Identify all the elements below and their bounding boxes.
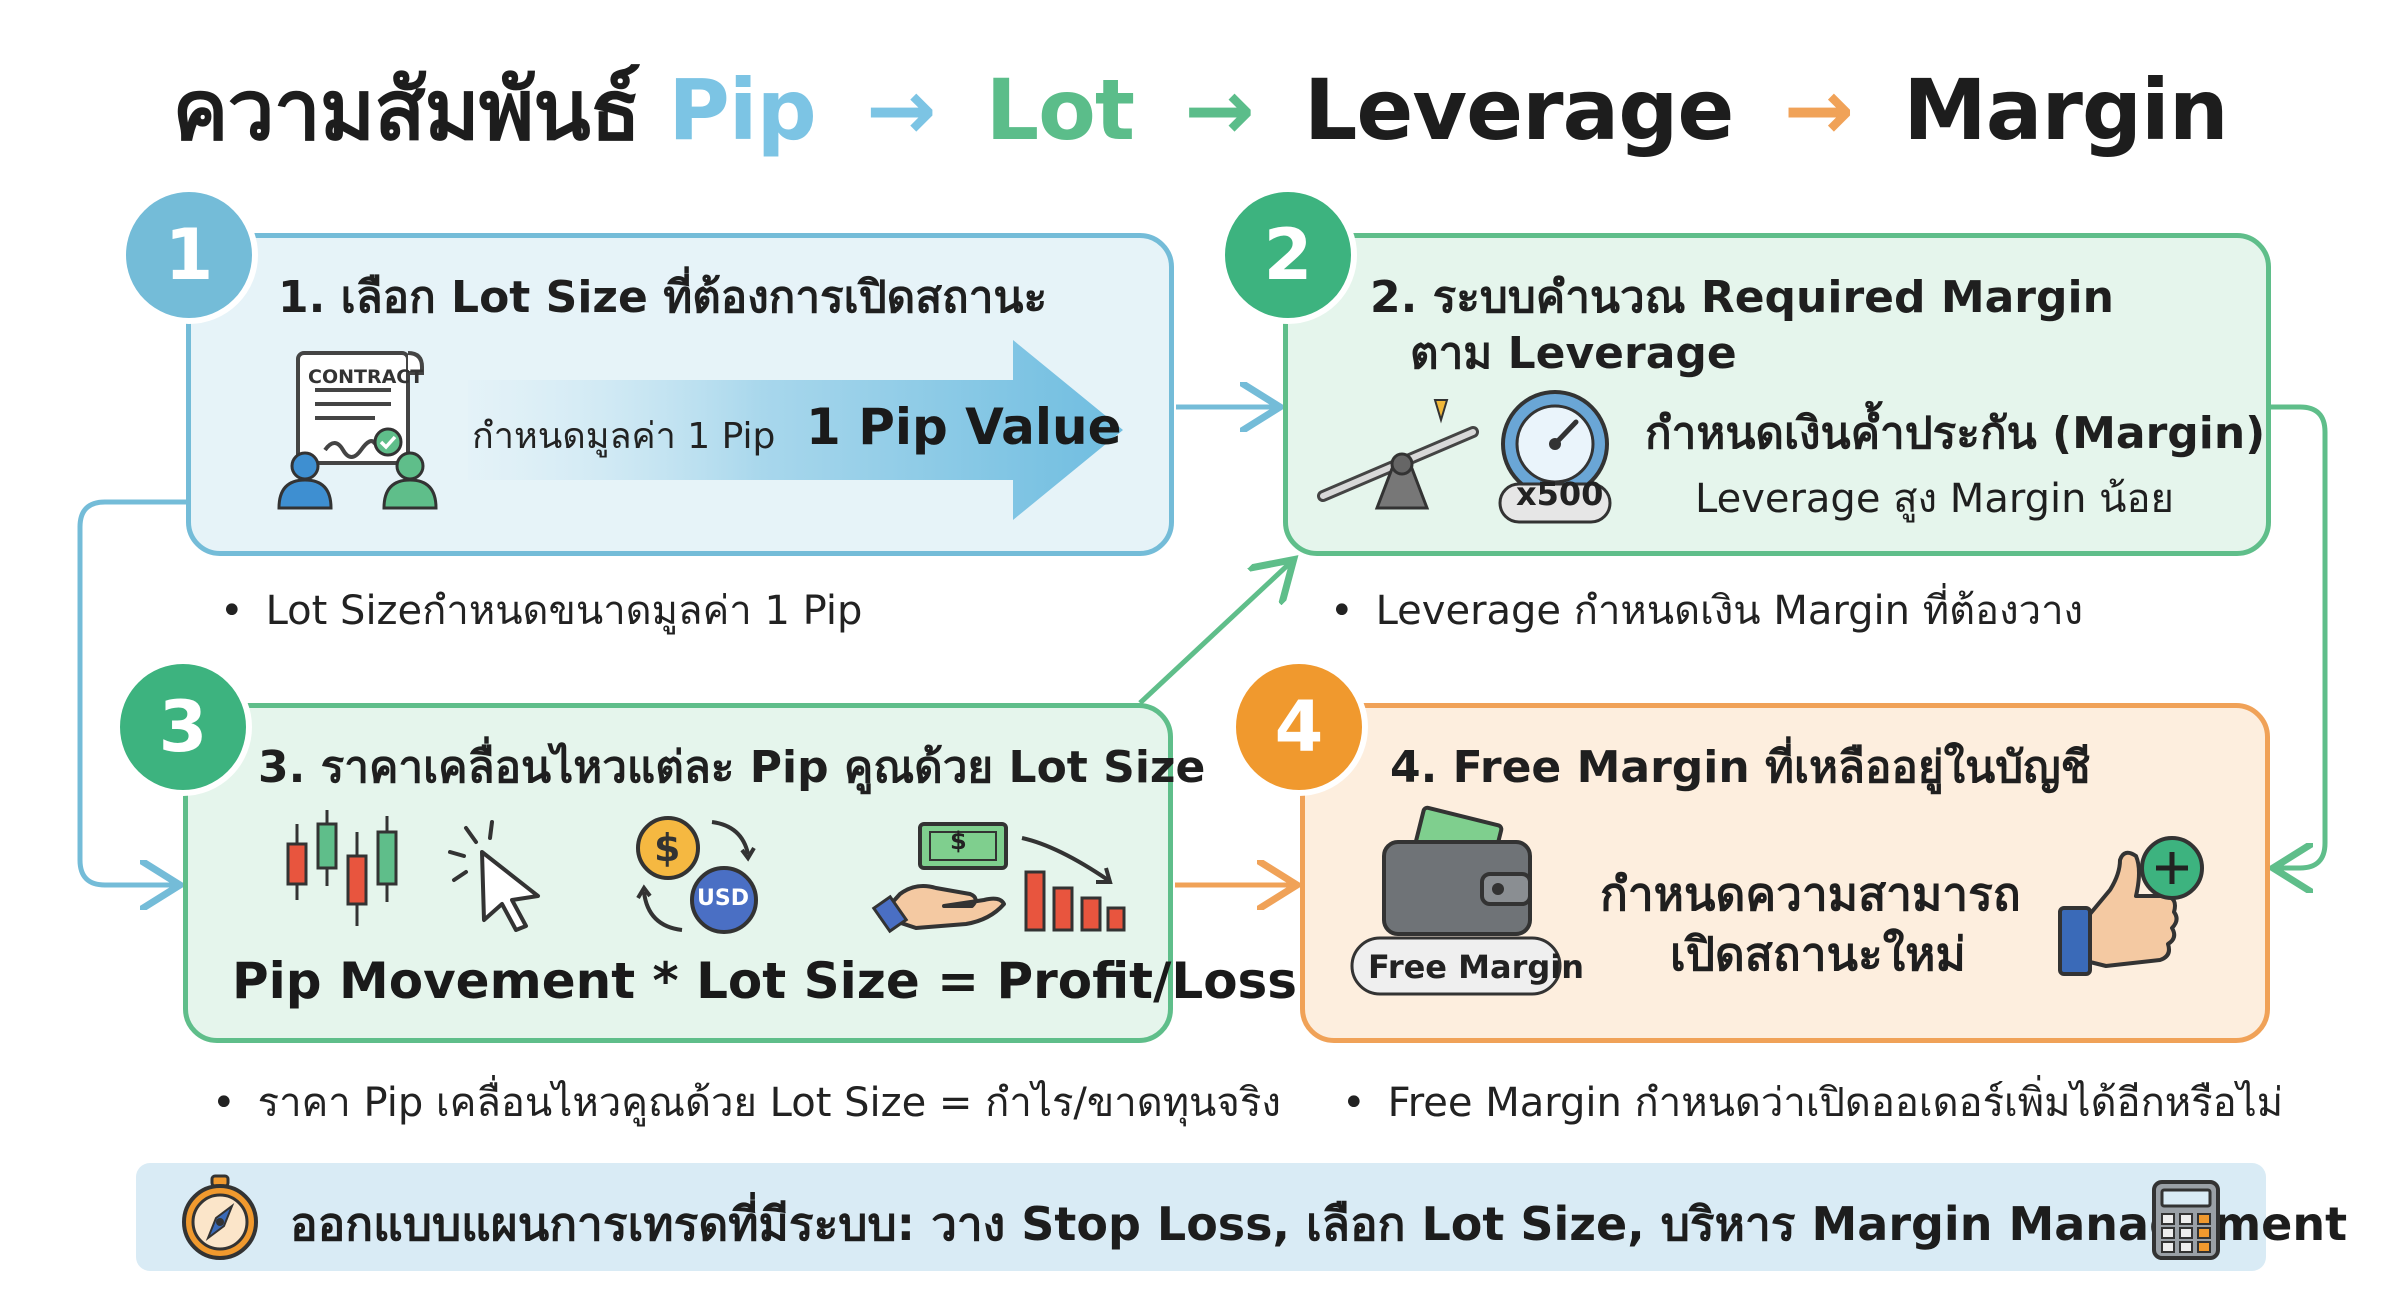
step-2-title-line1: 2. ระบบคำนวณ Required Margin: [1370, 272, 2114, 323]
title-arrow-1: →: [865, 61, 936, 159]
step-2-bullet: Leverage กำหนดเงิน Margin ที่ต้องวาง: [1330, 578, 2083, 642]
cursor-icon: [448, 820, 540, 932]
pip-value-text-small: กำหนดมูลค่า 1 Pip: [472, 416, 776, 457]
page-title: ความสัมพันธ์ Pip → Lot → Leverage → Marg…: [0, 42, 2400, 176]
contract-label: CONTRACT: [308, 366, 424, 388]
wallet-label: Free Margin: [1368, 948, 1585, 986]
bill-symbol: $: [950, 827, 967, 855]
connector-1-to-3: [77, 499, 186, 885]
title-word-leverage: Leverage: [1303, 61, 1734, 159]
step-2-text-line2: Leverage สูง Margin น้อย: [1695, 476, 2174, 522]
title-word-lot: Lot: [985, 61, 1135, 159]
candlestick-icon: [286, 810, 398, 926]
calculator-icon: [2152, 1180, 2220, 1260]
step-4-badge: 4: [1230, 658, 1368, 796]
step-2-badge: 2: [1219, 186, 1357, 324]
compass-icon: [182, 1174, 258, 1260]
step-2-text-line1: กำหนดเงินค้ำประกัน (Margin): [1645, 408, 2266, 459]
step-2-card: [1283, 233, 2271, 556]
pip-value-arrow: [468, 340, 1123, 520]
coin-label: USD: [697, 886, 749, 911]
money-hand-icon: [871, 822, 1008, 934]
title-prefix: ความสัมพันธ์: [172, 61, 641, 159]
thumbs-up-plus-icon: [2058, 836, 2204, 976]
step-1-title: 1. เลือก Lot Size ที่ต้องการเปิดสถานะ: [278, 272, 1048, 323]
title-arrow-3: →: [1783, 61, 1854, 159]
connector-3-to-2: [1138, 563, 1290, 705]
step-3-bullet: ราคา Pip เคลื่อนไหวคูณด้วย Lot Size = กำ…: [212, 1070, 1281, 1134]
step-2-title-line2: ตาม Leverage: [1410, 328, 1737, 379]
coin-symbol: $: [654, 826, 681, 870]
step-1-bullet: Lot Sizeกำหนดขนาดมูลค่า 1 Pip: [220, 578, 863, 642]
title-word-margin: Margin: [1903, 61, 2228, 159]
title-arrow-2: →: [1184, 61, 1254, 159]
title-word-pip: Pip: [668, 61, 816, 159]
gauge-icon: [1498, 390, 1612, 524]
wallet-icon: [1382, 805, 1532, 936]
currency-exchange-icon: [636, 816, 758, 934]
step-3-title: 3. ราคาเคลื่อนไหวแต่ละ Pip คูณด้วย Lot S…: [258, 742, 1206, 793]
step-4-text-line1: กำหนดความสามารถ: [1600, 867, 2021, 921]
step-4-text-line2: เปิดสถานะใหม่: [1670, 927, 1966, 981]
gauge-label: x500: [1516, 475, 1604, 513]
step-3-formula: Pip Movement * Lot Size = Profit/Loss: [232, 952, 1298, 1010]
footer-text: ออกแบบแผนการเทรดที่มีระบบ: วาง Stop Loss…: [290, 1197, 2348, 1251]
step-3-badge: 3: [114, 658, 252, 796]
step-4-title: 4. Free Margin ที่เหลืออยู่ในบัญชี: [1390, 742, 2091, 793]
step-1-badge: 1: [120, 186, 258, 324]
contract-icon: [277, 351, 438, 510]
declining-bar-chart-icon: [1021, 836, 1126, 932]
step-4-bullet: Free Margin กำหนดว่าเปิดออเดอร์เพิ่มได้อ…: [1342, 1070, 2284, 1134]
wallet-label-pill: [1350, 936, 1562, 996]
pip-value-text-big: 1 Pip Value: [806, 398, 1122, 456]
connector-2-to-4: [2271, 404, 2328, 868]
seesaw-icon: [1317, 399, 1479, 510]
footer-banner: [136, 1163, 2266, 1271]
